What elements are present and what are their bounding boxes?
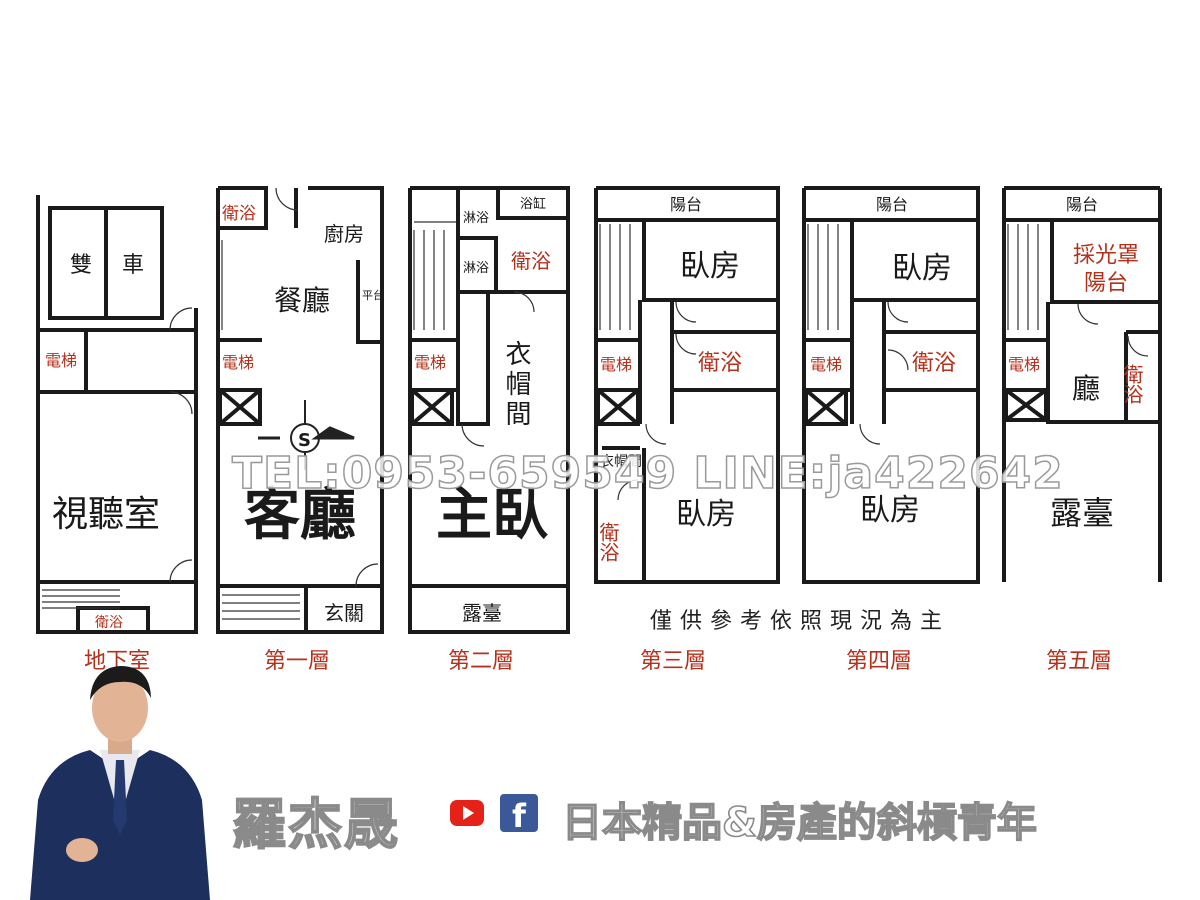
facebook-icon[interactable]: f xyxy=(500,794,538,832)
agent-photo xyxy=(30,666,210,900)
room-bathtub: 浴缸 xyxy=(520,196,546,212)
room-bedroom1: 臥房 xyxy=(680,249,740,284)
room-dining: 餐廳 xyxy=(274,284,330,317)
floor-plan-fourth: 陽台 臥房 電梯 衛浴 臥房 xyxy=(802,186,980,584)
room-terrace: 露臺 xyxy=(1050,494,1114,532)
room-bath: 衛浴 xyxy=(222,204,256,224)
disclaimer-note: 僅供參考依照現況為主 xyxy=(650,609,951,634)
compass-icon: S xyxy=(258,400,355,470)
youtube-icon[interactable] xyxy=(450,800,484,826)
room-living: 客廳 xyxy=(244,483,356,548)
compass-label: S xyxy=(298,430,311,451)
room-elevator: 電梯 xyxy=(45,351,77,370)
room-bath: 衛浴 xyxy=(1120,364,1144,404)
room-balcony: 陽台 xyxy=(1066,195,1098,214)
room-shower1: 淋浴 xyxy=(463,211,489,226)
room-kitchen: 廚房 xyxy=(324,222,364,246)
room-garage-left: 雙 xyxy=(70,253,92,278)
floor-label-second: 第二層 xyxy=(448,649,514,674)
agent-slogan: 日本精品&房產的斜槓青年 xyxy=(561,799,1037,847)
floor-label-first: 第一層 xyxy=(264,649,330,674)
floor-plan-second: 淋浴 浴缸 衛浴 淋浴 電梯 衣帽間 主臥 露臺 xyxy=(408,186,570,634)
floor-label-fifth: 第五層 xyxy=(1046,649,1112,674)
room-bath: 衛浴 xyxy=(912,351,956,376)
room-master: 主臥 xyxy=(436,483,548,548)
room-balcony: 陽台 xyxy=(876,195,908,214)
room-bath2: 衛浴 xyxy=(596,522,620,562)
room-terrace: 露臺 xyxy=(462,601,502,625)
floor-label-third: 第三層 xyxy=(640,649,706,674)
room-elevator: 電梯 xyxy=(222,353,254,372)
room-elevator: 電梯 xyxy=(414,353,446,372)
room-bath: 衛浴 xyxy=(698,351,742,376)
room-skylight-bottom: 陽台 xyxy=(1084,271,1128,296)
agent-name: 羅杰晟 xyxy=(231,792,400,857)
floor-plan-basement: 雙 車 電梯 視聽室 衛浴 xyxy=(36,195,198,634)
room-skylight-top: 採光罩 xyxy=(1073,243,1139,268)
floor-plan-third: 陽台 臥房 電梯 衛浴 衣帽間 臥房 衛浴 xyxy=(594,186,780,584)
room-bedroom2: 臥房 xyxy=(860,493,920,528)
floor-plans: 雙 車 電梯 視聽室 衛浴 S 衛浴 廚房 餐廳 平台 電梯 客廳 玄關 xyxy=(36,186,1162,674)
room-bedroom1: 臥房 xyxy=(892,251,952,286)
room-platform: 平台 xyxy=(362,288,384,302)
floor-plan-first: S 衛浴 廚房 餐廳 平台 電梯 客廳 玄關 xyxy=(216,186,384,634)
room-elevator: 電梯 xyxy=(810,355,842,374)
room-closet-label: 衣帽間 xyxy=(501,340,531,430)
room-shower2: 淋浴 xyxy=(463,261,489,276)
room-hall: 廳 xyxy=(1072,372,1100,405)
room-bath: 衛浴 xyxy=(95,615,123,631)
floor-plan-fifth: 陽台 採光罩 陽台 電梯 廳 衛浴 露臺 xyxy=(1002,186,1162,582)
room-elevator: 電梯 xyxy=(1008,355,1040,374)
room-elevator: 電梯 xyxy=(600,355,632,374)
room-av: 視聽室 xyxy=(52,494,160,535)
room-bath: 衛浴 xyxy=(511,249,551,273)
room-closet: 衣帽間 xyxy=(501,340,531,430)
room-bedroom2: 臥房 xyxy=(676,497,736,532)
room-garage-right: 車 xyxy=(122,253,144,278)
room-balcony: 陽台 xyxy=(670,195,702,214)
floor-label-fourth: 第四層 xyxy=(846,649,912,674)
room-closet: 衣帽間 xyxy=(600,454,642,470)
contact-watermark: TEL:0953-659549 LINE:ja422642 xyxy=(231,447,1064,500)
room-entry: 玄關 xyxy=(324,601,364,625)
